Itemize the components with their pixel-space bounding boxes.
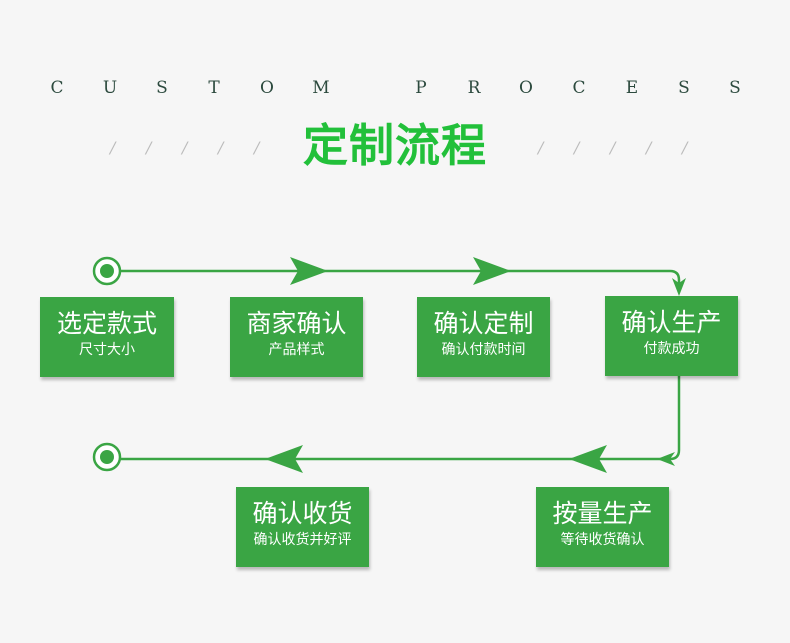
step-subtitle: 等待收货确认 [560, 532, 645, 548]
step-confirm-custom: 确认定制 确认付款时间 [417, 297, 550, 377]
arrow-left-icon [265, 445, 303, 473]
subtitle-letter: S [729, 78, 741, 98]
decor-slash: / [146, 138, 152, 157]
step-subtitle: 付款成功 [643, 341, 700, 357]
connector-corner-bottom [669, 449, 681, 461]
arrow-left-icon [569, 445, 607, 473]
step-confirm-production: 确认生产 付款成功 [605, 296, 738, 376]
subtitle-letter: U [102, 78, 118, 98]
start-node-dot-icon [100, 264, 114, 278]
connector-corner-top [669, 269, 681, 290]
step-title: 商家确认 [246, 309, 347, 338]
step-subtitle: 确认收货并好评 [253, 532, 352, 548]
subtitle-letter: C [572, 78, 586, 98]
step-subtitle: 确认付款时间 [441, 342, 526, 358]
page-title: 定制流程 [302, 119, 487, 172]
subtitle-letter: C [50, 78, 64, 98]
decor-slash: / [538, 138, 544, 157]
arrow-down-icon [672, 278, 686, 296]
arrow-right-icon [473, 257, 511, 285]
step-subtitle: 产品样式 [268, 342, 325, 358]
decor-slash: / [574, 138, 580, 157]
decor-slash: / [182, 138, 188, 157]
step-title: 确认定制 [433, 309, 534, 338]
subtitle-letter: O [260, 78, 274, 98]
decor-slash: / [254, 138, 260, 157]
end-node-dot-icon [100, 450, 114, 464]
arrow-right-icon [290, 257, 328, 285]
english-subtitle: C U S T O M P R O C E S S [0, 78, 790, 100]
step-title: 确认收货 [252, 499, 353, 528]
decor-slash: / [682, 138, 688, 157]
step-subtitle: 尺寸大小 [79, 342, 135, 358]
subtitle-letter: T [208, 78, 220, 98]
step-merchant-confirm: 商家确认 产品样式 [230, 297, 363, 377]
subtitle-letter: R [467, 78, 481, 98]
decor-slash: / [218, 138, 224, 157]
step-select-style: 选定款式 尺寸大小 [40, 297, 174, 377]
step-title: 确认生产 [621, 308, 722, 337]
step-mass-production: 按量生产 等待收货确认 [536, 487, 669, 567]
subtitle-letter: O [519, 78, 533, 98]
subtitle-letter: E [625, 78, 639, 98]
subtitle-letter: S [678, 78, 690, 98]
step-title: 选定款式 [56, 309, 157, 338]
subtitle-letter: S [156, 78, 168, 98]
subtitle-letter: P [415, 78, 427, 98]
subtitle-letter: M [312, 78, 330, 98]
step-title: 按量生产 [552, 499, 653, 528]
decor-slash: / [646, 138, 652, 157]
decor-slash: / [610, 138, 616, 157]
step-confirm-receipt: 确认收货 确认收货并好评 [236, 487, 369, 567]
decor-slash: / [110, 138, 116, 157]
arrow-left-icon [657, 452, 675, 466]
